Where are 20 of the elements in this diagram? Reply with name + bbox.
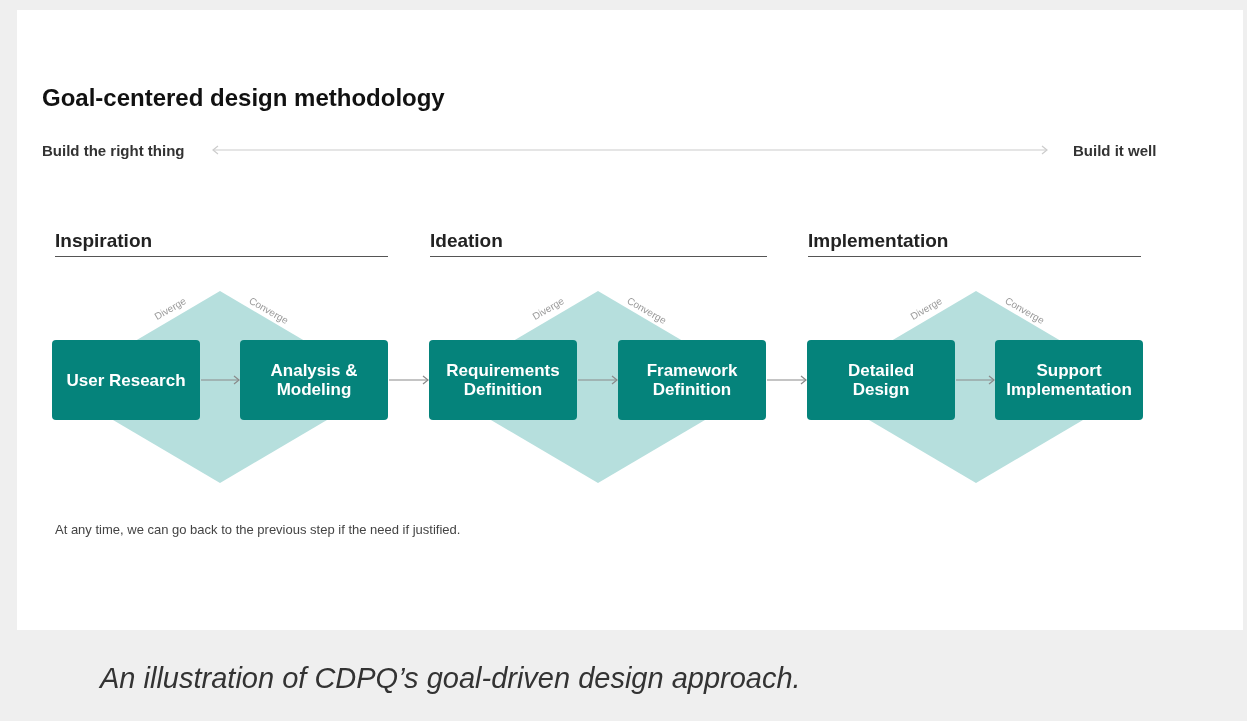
arrow xyxy=(388,375,429,385)
arrow xyxy=(577,375,618,385)
process-box: Support Implementation xyxy=(995,340,1143,420)
phase-heading: Inspiration xyxy=(55,230,153,252)
arrow xyxy=(955,375,995,385)
process-box: Framework Definition xyxy=(618,340,766,420)
process-box: User Research xyxy=(52,340,200,420)
caption: An illustration of CDPQ’s goal-driven design approach. xyxy=(100,662,801,695)
note-text: At any time, we can go back to the previous step if the need if justified. xyxy=(55,522,461,537)
process-box: Requirements Definition xyxy=(429,340,577,420)
arrow xyxy=(212,145,1048,155)
arrow xyxy=(766,375,807,385)
phase-heading: Ideation xyxy=(430,230,503,252)
phase-heading: Implementation xyxy=(808,230,949,252)
axis-end-label: Build it well xyxy=(1073,140,1163,160)
diagram-title: Goal-centered design methodology xyxy=(42,84,445,112)
axis-end-label: Build the right thing xyxy=(42,140,187,160)
process-box: Detailed Design xyxy=(807,340,955,420)
arrow xyxy=(200,375,240,385)
process-box: Analysis & Modeling xyxy=(240,340,388,420)
